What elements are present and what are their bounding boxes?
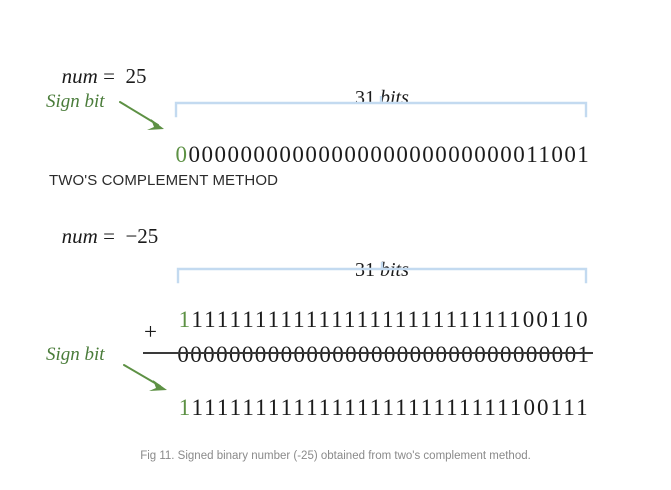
span-label-negative-unit: bits: [380, 259, 409, 281]
section-title-twos-complement: TWO'S COMPLEMENT METHOD: [49, 172, 279, 189]
num-positive-variable: num: [61, 64, 98, 88]
binary-row-positive: 00000000000000000000000000011001: [161, 120, 590, 166]
span-label-negative: 31 bits: [345, 240, 409, 280]
num-negative-expression: num = −25: [50, 205, 159, 248]
num-positive-value: 25: [125, 64, 147, 88]
sign-bit-digit-addend: 0: [177, 342, 191, 367]
magnitude-bits-positive: 0000000000000000000000000011001: [188, 142, 591, 167]
magnitude-bits-ones-complement: 1111111111111111111111111100110: [191, 307, 590, 332]
sign-bit-digit-positive: 0: [175, 142, 189, 167]
num-negative-equals: =: [97, 224, 126, 248]
figure-caption: Fig 11. Signed binary number (-25) obtai…: [140, 450, 531, 462]
span-label-positive: 31 bits: [345, 68, 409, 108]
sign-bit-label-positive: Sign bit: [46, 91, 105, 112]
sign-bit-label-negative: Sign bit: [46, 344, 105, 365]
num-negative-variable: num: [61, 224, 98, 248]
num-positive-equals: =: [97, 64, 126, 88]
magnitude-bits-addend: 0000000000000000000000000000001: [190, 342, 591, 367]
num-positive-expression: num = 25: [50, 45, 147, 88]
span-label-positive-count: 31: [355, 87, 375, 109]
addition-operator: +: [144, 319, 157, 344]
span-label-negative-count: 31: [355, 259, 375, 281]
binary-row-result: 11111111111111111111111111100111: [163, 373, 590, 419]
magnitude-bits-result: 1111111111111111111111111100111: [191, 395, 590, 420]
span-label-positive-unit: bits: [380, 87, 409, 109]
sign-bit-digit-result: 1: [178, 395, 192, 420]
binary-row-addend: 00000000000000000000000000000001: [163, 320, 590, 366]
binary-row-ones-complement: 11111111111111111111111111100110: [163, 285, 590, 331]
num-negative-value: −25: [125, 224, 159, 248]
sum-horizontal-rule: [143, 352, 593, 354]
sign-bit-digit-ones-complement: 1: [178, 307, 192, 332]
